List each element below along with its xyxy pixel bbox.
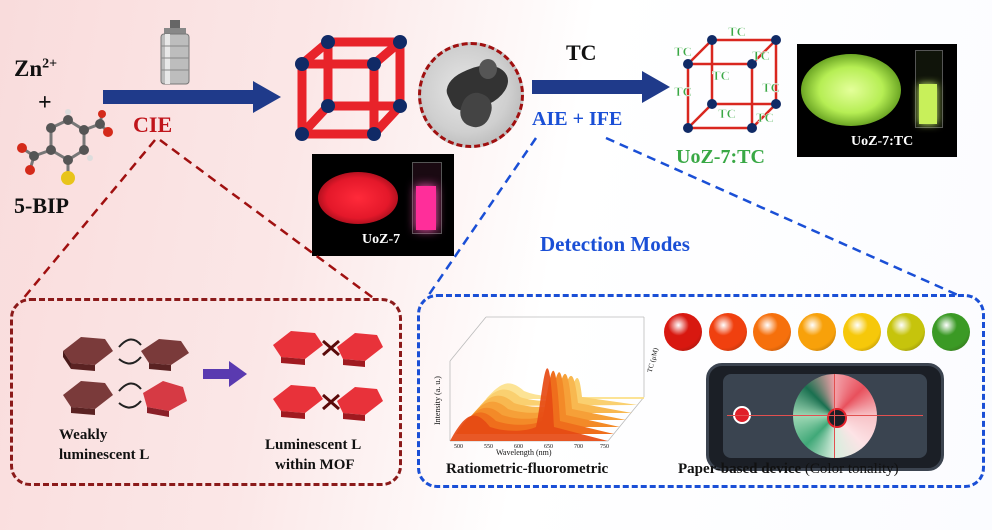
metal-symbol: Zn	[14, 56, 43, 81]
luminescent-caption-line1: Luminescent L	[265, 437, 362, 453]
paper-device-caption-normal: (Color tonality)	[804, 461, 899, 477]
uoz7-photo-label: UoZ-7	[362, 232, 401, 247]
ligand-molecule-image	[17, 109, 113, 185]
spectra-xlabel: Wavelength (nm)	[496, 448, 552, 457]
x-tick: 600	[514, 444, 523, 450]
tc-label: TC	[566, 40, 597, 65]
color-scale-sphere	[842, 313, 881, 351]
tc-node-label: TC	[674, 44, 692, 59]
tc-node-label: TC	[712, 68, 730, 83]
color-scale-sphere	[797, 313, 836, 351]
tc-node-label: TC	[752, 48, 770, 63]
color-wheel-icon	[793, 374, 877, 458]
plus-sign: +	[38, 90, 52, 116]
color-scale-sphere	[887, 313, 926, 351]
tc-node-label: TC	[762, 80, 780, 95]
metal-ion-label: Zn2+	[14, 56, 57, 82]
spectra-zlabel: TC (μM)	[646, 346, 660, 373]
tem-image	[418, 42, 524, 148]
composite-label: UoZ-7:TC	[676, 146, 765, 168]
x-tick: 750	[600, 444, 609, 450]
color-scale-sphere	[664, 313, 702, 351]
x-tick: 550	[484, 444, 493, 450]
uoz7-photo: UoZ-7	[312, 154, 454, 256]
x-tick: 500	[454, 444, 463, 450]
color-scale	[664, 313, 970, 353]
color-scale-sphere	[931, 313, 970, 351]
cie-label: CIE	[133, 112, 173, 137]
x-tick: 700	[574, 444, 583, 450]
synthesis-arrow	[103, 81, 281, 113]
composite-cube-icon: TC TC TC TC TC TC TC TC	[674, 24, 781, 133]
weak-caption-line2: luminescent L	[59, 447, 150, 463]
mof-cube-icon	[295, 35, 407, 141]
tc-node-label: TC	[674, 84, 692, 99]
ratiometric-caption: Ratiometric-fluorometric	[446, 461, 609, 477]
tc-node-label: TC	[718, 106, 736, 121]
color-scale-sphere	[753, 313, 792, 351]
paper-device-caption-bold: Paper-based device	[678, 461, 802, 477]
spectra-ylabel: Intensity (a. u.)	[433, 376, 442, 425]
autoclave-icon	[160, 20, 190, 85]
luminescent-caption-line2: within MOF	[275, 457, 355, 473]
composite-photo: UoZ-7:TC	[797, 44, 957, 157]
composite-photo-label: UoZ-7:TC	[851, 134, 914, 149]
smartphone-image	[706, 363, 944, 471]
spectra-plot: Intensity (a. u.) Wavelength (nm) TC (μM…	[433, 316, 660, 457]
detection-panel: Intensity (a. u.) Wavelength (nm) TC (μM…	[417, 294, 985, 488]
mechanism-label: AIE + IFE	[532, 108, 623, 130]
weak-caption-line1: Weakly	[59, 427, 108, 443]
tc-node-label: TC	[756, 110, 774, 125]
detection-modes-title: Detection Modes	[540, 232, 690, 256]
loading-arrow	[532, 71, 670, 103]
paper-device-caption: Paper-based device (Color tonality)	[678, 461, 899, 478]
cie-panel: Weakly luminescent L Luminescent L withi…	[10, 298, 402, 486]
ligand-aggregation-illustration	[63, 331, 383, 421]
metal-charge: 2+	[42, 56, 58, 72]
color-scale-sphere	[708, 313, 747, 351]
tc-node-label: TC	[728, 24, 746, 39]
ligand-label: 5-BIP	[14, 193, 69, 218]
x-tick: 650	[544, 444, 553, 450]
